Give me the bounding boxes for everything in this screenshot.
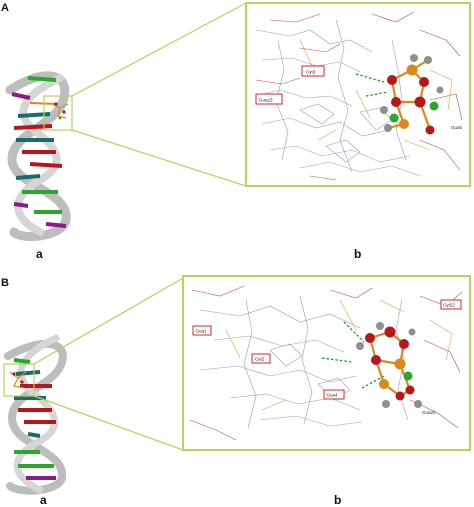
label-cyt2: Cyt2 xyxy=(255,357,265,362)
panel-a-ligand xyxy=(380,54,444,135)
panel-b-sublabel-a: a xyxy=(40,493,47,507)
label-cyt3: Cyt3 xyxy=(306,70,316,75)
panel-a-highlight-box xyxy=(43,95,73,131)
panel-a-letter: A xyxy=(1,2,9,14)
panel-b-letter: B xyxy=(1,277,9,289)
panel-b-dna-helix xyxy=(4,334,67,495)
label-gua23: Gua23 xyxy=(259,98,273,103)
panel-b-sublabel-b: b xyxy=(334,493,341,507)
label-gua1: Gua1 xyxy=(196,329,208,334)
panel-b-zoom-view: Gua1 Cyt22 Cyt2 Gua4 Gua20 xyxy=(182,275,471,451)
label-gua4: Gua4 xyxy=(327,393,339,398)
panel-a-sublabel-b: b xyxy=(354,247,361,261)
panel-a-dna-helix xyxy=(5,71,71,241)
panel-a-zoom-view: Cyt3 Gua23 Gua5 xyxy=(245,2,471,187)
label-gua20: Gua20 xyxy=(422,410,436,415)
panel-a-sublabel-a: a xyxy=(36,247,43,261)
label-cyt22: Cyt22 xyxy=(443,303,455,308)
panel-b-highlight-box xyxy=(3,363,35,397)
label-gua5: Gua5 xyxy=(451,125,463,130)
panel-b-ligand xyxy=(356,322,422,408)
